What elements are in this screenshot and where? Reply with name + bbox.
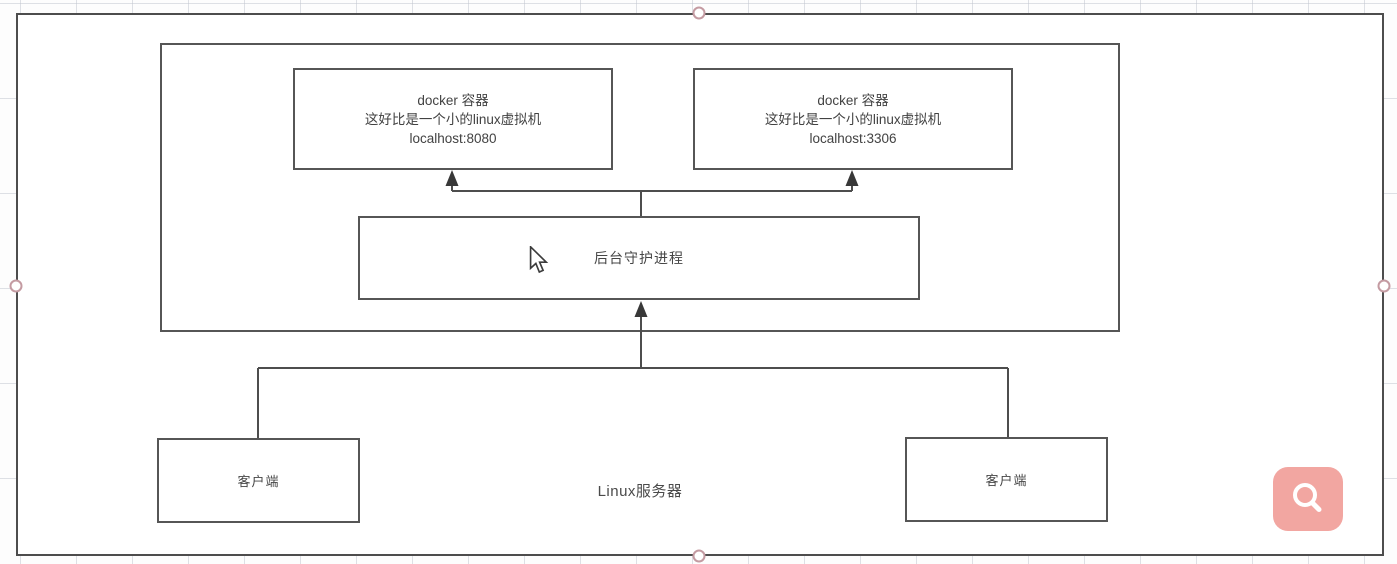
daemon-box-label: 后台守护进程: [594, 250, 684, 266]
docker-box-subtitle: 这好比是一个小的linux虚拟机: [364, 111, 542, 127]
client-box-label: 客户端: [985, 473, 1028, 488]
daemon-process-box[interactable]: 后台守护进程: [358, 216, 920, 300]
selection-handle-top[interactable]: [692, 6, 706, 20]
selection-handle-bottom[interactable]: [692, 549, 706, 563]
search-button[interactable]: [1273, 467, 1343, 531]
client-box-left[interactable]: 客户端: [157, 438, 360, 523]
client-box-label: 客户端: [237, 474, 280, 489]
docker-box-subtitle: 这好比是一个小的linux虚拟机: [764, 111, 942, 127]
docker-box-title: docker 容器: [417, 92, 489, 108]
mouse-cursor-icon: [529, 246, 549, 274]
docker-container-box-8080[interactable]: docker 容器 这好比是一个小的linux虚拟机 localhost:808…: [293, 68, 613, 170]
docker-box-address: localhost:3306: [809, 130, 897, 146]
search-icon: [1293, 483, 1322, 512]
selection-handle-right[interactable]: [1377, 279, 1391, 293]
linux-server-label: Linux服务器: [597, 483, 683, 500]
selection-handle-left[interactable]: [9, 279, 23, 293]
docker-box-address: localhost:8080: [409, 130, 497, 146]
docker-container-box-3306[interactable]: docker 容器 这好比是一个小的linux虚拟机 localhost:330…: [693, 68, 1013, 170]
docker-box-title: docker 容器: [817, 92, 889, 108]
client-box-right[interactable]: 客户端: [905, 437, 1108, 522]
